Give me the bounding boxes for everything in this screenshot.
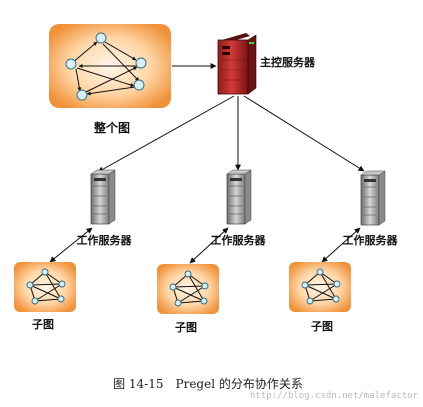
master-server: 主控服务器 [217, 33, 316, 95]
graph-node [135, 57, 147, 69]
master-to-worker-right [243, 95, 365, 172]
subgraph-left: 子图 [14, 262, 76, 331]
whole-graph [49, 24, 171, 108]
whole-graph-edges [71, 41, 140, 96]
server-tower-icon [217, 33, 257, 95]
worker-subgraph-link-middle [189, 227, 229, 264]
figure-caption: 图 14-15 Pregel 的分布协作关系 [113, 376, 303, 391]
graph-node [133, 79, 145, 91]
worker-subgraph-link-right [321, 227, 361, 263]
graph-node [65, 58, 77, 70]
worker-subgraph-link-left [49, 227, 93, 263]
graph-node [76, 89, 88, 101]
worker-server-right: 工作服务器 [343, 170, 399, 247]
whole-graph-label: 整个图 [93, 120, 130, 135]
server-tower-icon [360, 170, 386, 226]
worker-server-label: 工作服务器 [77, 233, 133, 247]
graph-node [95, 32, 107, 44]
master-to-worker-left [97, 95, 235, 173]
server-tower-icon [226, 169, 252, 225]
worker-server-label: 工作服务器 [211, 233, 267, 247]
watermark: http://blog.csdn.net/malefactor [250, 391, 419, 401]
server-tower-icon [90, 169, 116, 225]
subgraph-right: 子图 [289, 262, 351, 333]
subgraph-label: 子图 [32, 318, 54, 331]
worker-server-left: 工作服务器 [77, 169, 133, 247]
worker-server-middle: 工作服务器 [211, 169, 267, 247]
graph-nodes-icon [301, 268, 341, 305]
graph-nodes-icon [26, 268, 66, 305]
worker-server-label: 工作服务器 [343, 233, 399, 247]
subgraph-middle: 子图 [157, 264, 219, 334]
connections [49, 63, 365, 264]
subgraph-label: 子图 [311, 320, 333, 333]
master-server-label: 主控服务器 [260, 55, 316, 69]
subgraph-label: 子图 [175, 321, 197, 334]
graph-nodes-icon [169, 270, 209, 307]
